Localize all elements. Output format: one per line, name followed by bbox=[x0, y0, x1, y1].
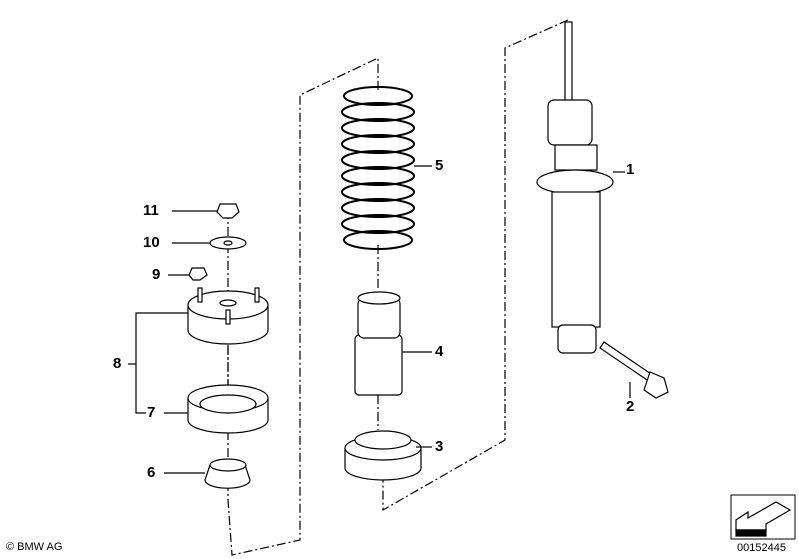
bump-stop-part[interactable] bbox=[354, 291, 403, 396]
callout-4[interactable]: 4 bbox=[435, 343, 444, 360]
leader-lines bbox=[128, 165, 631, 474]
nut-11-part[interactable] bbox=[216, 203, 240, 219]
assembly-lines bbox=[227, 19, 569, 556]
washer-10-part[interactable] bbox=[209, 236, 247, 250]
shock-absorber-part[interactable] bbox=[536, 21, 614, 354]
spring-pad-part[interactable] bbox=[344, 430, 422, 481]
orientation-arrow-icon bbox=[730, 494, 796, 540]
callout-10[interactable]: 10 bbox=[143, 234, 160, 251]
callout-3[interactable]: 3 bbox=[435, 438, 444, 455]
callout-6[interactable]: 6 bbox=[147, 464, 156, 481]
callout-2[interactable]: 2 bbox=[626, 398, 635, 415]
coil-spring-part[interactable] bbox=[341, 86, 415, 250]
support-bearing-part[interactable] bbox=[187, 287, 269, 345]
cap-part[interactable] bbox=[204, 458, 251, 489]
callout-9[interactable]: 9 bbox=[152, 266, 161, 283]
callout-7[interactable]: 7 bbox=[147, 404, 156, 421]
callout-11[interactable]: 11 bbox=[143, 202, 159, 219]
callout-8[interactable]: 8 bbox=[113, 355, 122, 372]
nut-9-part[interactable] bbox=[188, 267, 208, 281]
callout-1[interactable]: 1 bbox=[626, 161, 635, 178]
hex-bolt-part[interactable] bbox=[599, 341, 669, 399]
copyright-text: © BMW AG bbox=[6, 541, 63, 553]
support-ring-part[interactable] bbox=[187, 384, 269, 434]
callout-5[interactable]: 5 bbox=[435, 157, 444, 174]
diagram-number: 00152445 bbox=[737, 542, 786, 554]
